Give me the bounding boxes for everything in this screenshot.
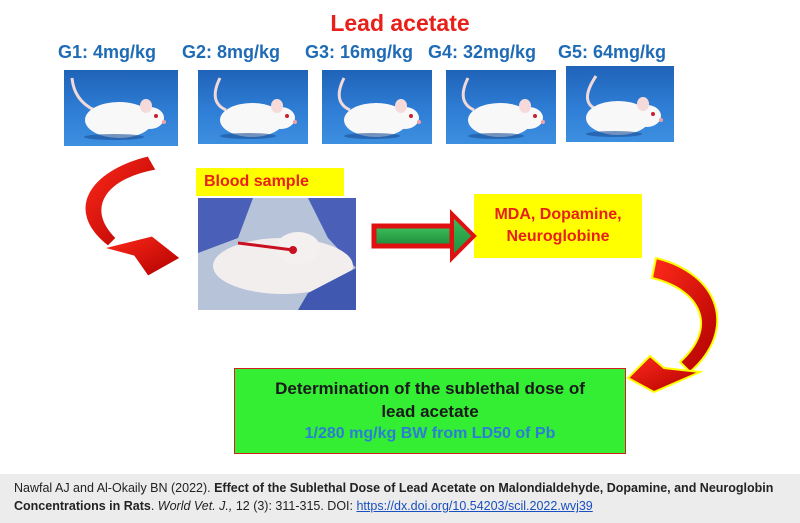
group-label-g1: G1: 4mg/kg bbox=[58, 42, 157, 62]
determination-line-1: Determination of the sublethal dose of bbox=[275, 379, 585, 398]
citation-footer: Nawfal AJ and Al-Okaily BN (2022). Effec… bbox=[0, 474, 800, 523]
blood-sampling-photo bbox=[198, 198, 356, 310]
group-label-g4: G4: 32mg/kg bbox=[428, 42, 537, 62]
diagram-title: Lead acetate bbox=[330, 10, 470, 36]
rat-icon bbox=[586, 75, 663, 137]
blood-sample-label: Blood sample bbox=[196, 168, 344, 196]
citation-details: 12 (3): 311-315. DOI: bbox=[232, 499, 357, 513]
biomarkers-line-1: MDA, Dopamine, bbox=[494, 206, 622, 223]
rat-image-g3 bbox=[322, 70, 432, 144]
group-label-g2: G2: 8mg/kg bbox=[182, 42, 281, 62]
determination-line-2: lead acetate bbox=[381, 402, 479, 421]
rat-icon bbox=[70, 77, 166, 140]
citation-doi-link[interactable]: https://dx.doi.org/10.54203/scil.2022.wv… bbox=[356, 499, 593, 513]
rat-image-g1 bbox=[64, 70, 178, 146]
straight-arrow-middle bbox=[371, 209, 477, 263]
rat-image-g4 bbox=[446, 70, 556, 144]
determination-box: Determination of the sublethal dose of l… bbox=[234, 368, 626, 454]
group-label-g3: G3: 16mg/kg bbox=[305, 42, 414, 62]
sublethal-dose-value: 1/280 mg/kg BW from LD50 of Pb bbox=[304, 425, 556, 442]
citation-separator: . bbox=[150, 499, 158, 513]
citation-title: Effect of the Sublethal Dose of Lead Ace… bbox=[14, 481, 774, 513]
curved-arrow-right bbox=[626, 256, 719, 394]
biomarkers-line-2: Neuroglobine bbox=[506, 228, 610, 245]
citation-journal: World Vet. J., bbox=[157, 499, 233, 513]
group-label-g5: G5: 64mg/kg bbox=[558, 42, 667, 62]
rat-image-g5 bbox=[566, 66, 674, 142]
citation-authors: Nawfal AJ and Al-Okaily BN (2022). bbox=[14, 481, 215, 495]
rat-icon bbox=[461, 77, 545, 139]
blood-sampling-illustration-icon bbox=[198, 198, 356, 310]
rat-image-g2 bbox=[198, 70, 308, 144]
curved-arrow-left bbox=[84, 155, 181, 277]
rat-icon bbox=[337, 77, 421, 139]
rat-icon bbox=[213, 77, 297, 139]
biomarkers-box: MDA, Dopamine, Neuroglobine bbox=[474, 194, 642, 258]
